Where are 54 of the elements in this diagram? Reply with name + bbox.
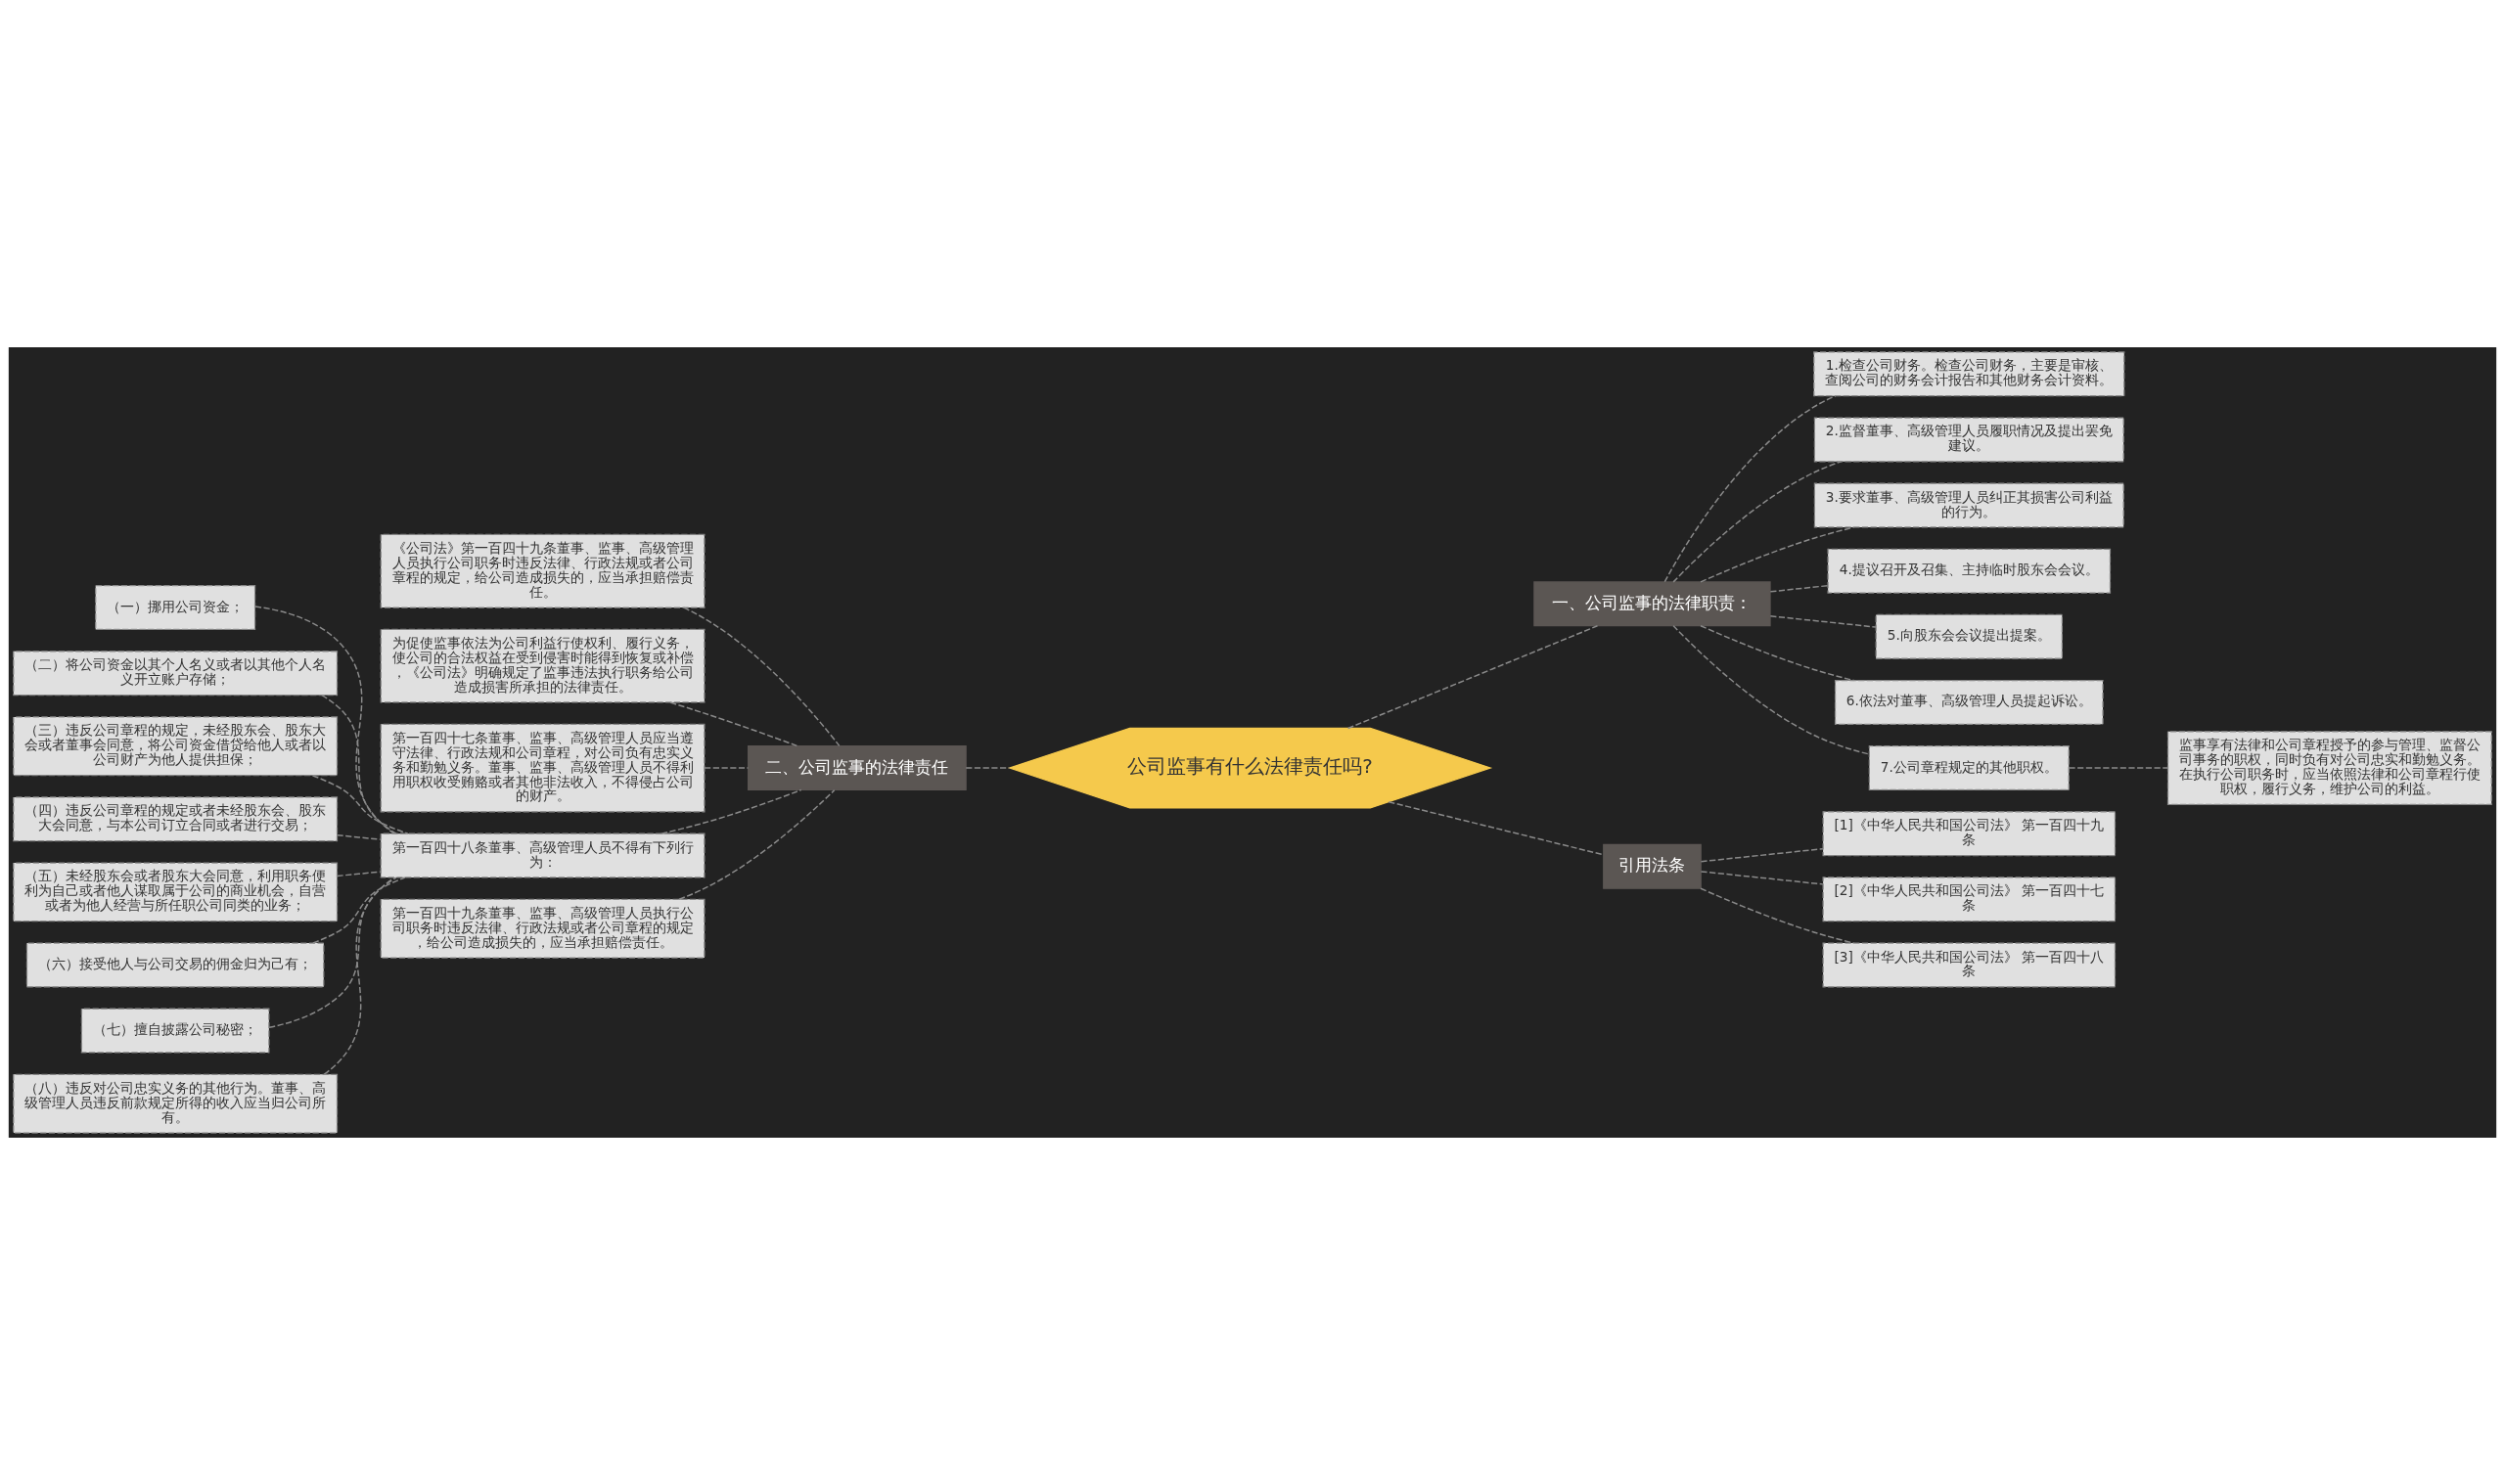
node-box: 1.检查公司财务。检查公司财务，主要是审核、查阅公司的财务会计报告和其他财务会计资料。 bbox=[1813, 350, 2125, 396]
connector bbox=[2068, 766, 2169, 769]
node-box: 5.向股东会会议提出提案。 bbox=[1875, 613, 2063, 659]
connector bbox=[1700, 525, 1855, 583]
connector bbox=[312, 876, 406, 944]
connector bbox=[704, 766, 750, 769]
node-box: 第一百四十七条董事、监事、高级管理人员应当遵守法律、行政法规和公司章程，对公司负有忠实义务和勤勉义务。董事、监事、高级管理人员不得利用职权收受贿赂或者其他非法收入，不得侵占公司的财产。 bbox=[380, 723, 706, 812]
connector bbox=[1388, 800, 1605, 856]
node-box: [1]《中华人民共和国公司法》 第一百四十九条 bbox=[1822, 810, 2117, 856]
node-box: （一）挪用公司资金； bbox=[95, 584, 256, 630]
connector bbox=[669, 700, 798, 746]
node-box: 第一百四十八条董事、高级管理人员不得有下列行为： bbox=[380, 832, 706, 878]
node-box: 6.依法对董事、高级管理人员提起诉讼。 bbox=[1834, 679, 2104, 725]
connector bbox=[1700, 624, 1855, 681]
connector bbox=[323, 876, 395, 1075]
node-box: （三）违反公司章程的规定，未经股东会、股东大会或者董事会同意，将公司资金借贷给他人或者以公司财产为他人提供担保； bbox=[13, 715, 339, 776]
connector bbox=[1700, 870, 1824, 885]
connector bbox=[336, 870, 382, 877]
connector bbox=[336, 833, 382, 840]
connector bbox=[311, 774, 409, 834]
node-box: （五）未经股东会或者股东大会同意，利用职务便利为自己或者他人谋取属于公司的商业机会，自营或者为他人经营与所任职公司同类的业务； bbox=[13, 861, 339, 922]
connector bbox=[682, 606, 841, 746]
node-box: [3]《中华人民共和国公司法》 第一百四十八条 bbox=[1822, 942, 2117, 987]
node-box: （四）违反公司章程的规定或者未经股东会、股东大会同意，与本公司订立合同或者进行交易； bbox=[13, 795, 339, 841]
node-box: 引用法条 bbox=[1603, 843, 1702, 889]
node-box: 3.要求董事、高级管理人员纠正其损害公司利益的行为。 bbox=[1813, 482, 2124, 528]
node-box: 4.提议召开及召集、主持临时股东会会议。 bbox=[1827, 548, 2112, 594]
connector bbox=[254, 605, 395, 834]
node-box: （七）擅自披露公司秘密； bbox=[80, 1008, 270, 1054]
connector bbox=[1672, 624, 1870, 755]
node-box: 2.监督董事、高级管理人员履职情况及提出罢免建议。 bbox=[1813, 417, 2124, 462]
connector bbox=[321, 694, 397, 834]
connector bbox=[1769, 614, 1877, 628]
connector bbox=[660, 788, 802, 834]
connector bbox=[1672, 460, 1843, 583]
connector bbox=[268, 876, 397, 1028]
node-box: [2]《中华人民共和国公司法》 第一百四十七条 bbox=[1822, 876, 2117, 922]
node-box: 7.公司章程规定的其他职权。 bbox=[1868, 744, 2070, 790]
node-box: 一、公司监事的法律职责： bbox=[1533, 580, 1771, 626]
connector bbox=[1769, 584, 1829, 593]
connector bbox=[1700, 847, 1824, 862]
node-box: 监事享有法律和公司章程授予的参与管理、监督公司事务的职权，同时负有对公司忠实和勤勉义务。在执行公司职务时，应当依照法律和公司章程行使职权，履行义务，维护公司的利益。 bbox=[2166, 730, 2492, 805]
node-box: （八）违反对公司忠实义务的其他行为。董事、高级管理人员违反前款规定所得的收入应当归公司所有。 bbox=[13, 1073, 339, 1134]
connector bbox=[678, 788, 836, 900]
node-box: 为促使监事依法为公司利益行使权利、履行义务，使公司的合法权益在受到侵害时能得到恢复或补偿，《公司法》明确规定了监事违法执行职务给公司造成损害所承担的法律责任。 bbox=[380, 628, 706, 703]
node-box: （六）接受他人与公司交易的佣金归为己有； bbox=[25, 942, 325, 987]
node-box: （二）将公司资金以其个人名义或者以其他个人名义开立账户存储； bbox=[13, 650, 339, 696]
node-box: 《公司法》第一百四十九条董事、监事、高级管理人员执行公司职务时违反法律、行政法规或者公司章程的规定，给公司造成损失的，应当承担赔偿责任。 bbox=[380, 533, 706, 608]
node-box: 二、公司监事的法律责任 bbox=[748, 744, 967, 790]
connector bbox=[965, 766, 1011, 769]
node-box: 第一百四十九条董事、监事、高级管理人员执行公司职务时违反法律、行政法规或者公司章程的规定，给公司造成损失的，应当承担赔偿责任。 bbox=[380, 898, 706, 959]
connector bbox=[1700, 887, 1855, 944]
connector bbox=[1346, 624, 1599, 729]
connector bbox=[1663, 394, 1837, 582]
